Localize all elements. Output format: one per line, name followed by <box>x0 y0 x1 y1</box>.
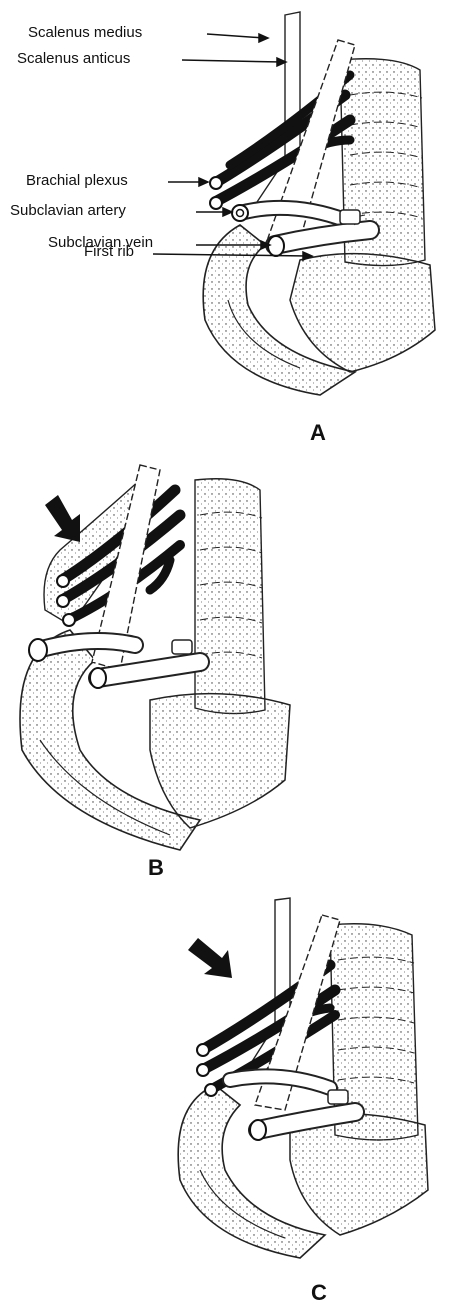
panel-b: B <box>0 450 460 890</box>
panel-a-illustration <box>0 0 460 450</box>
panel-letter-c: C <box>311 1280 327 1306</box>
vertebral-column <box>195 479 265 714</box>
panel-b-illustration <box>0 450 460 890</box>
panel-letter-b: B <box>148 855 164 881</box>
panel-c-illustration <box>0 890 460 1308</box>
label-subclavian-artery: Subclavian artery <box>10 202 126 219</box>
label-brachial-plexus: Brachial plexus <box>26 172 128 189</box>
label-scalenus-medius: Scalenus medius <box>28 24 142 41</box>
label-first-rib: First rib <box>84 243 134 260</box>
panel-c: C <box>0 890 460 1308</box>
panel-a: Scalenus medius Scalenus anticus Brachia… <box>0 0 460 450</box>
compression-arrow <box>45 495 80 542</box>
compression-arrow <box>188 938 232 978</box>
label-scalenus-anticus: Scalenus anticus <box>17 50 130 67</box>
panel-letter-a: A <box>310 420 326 446</box>
